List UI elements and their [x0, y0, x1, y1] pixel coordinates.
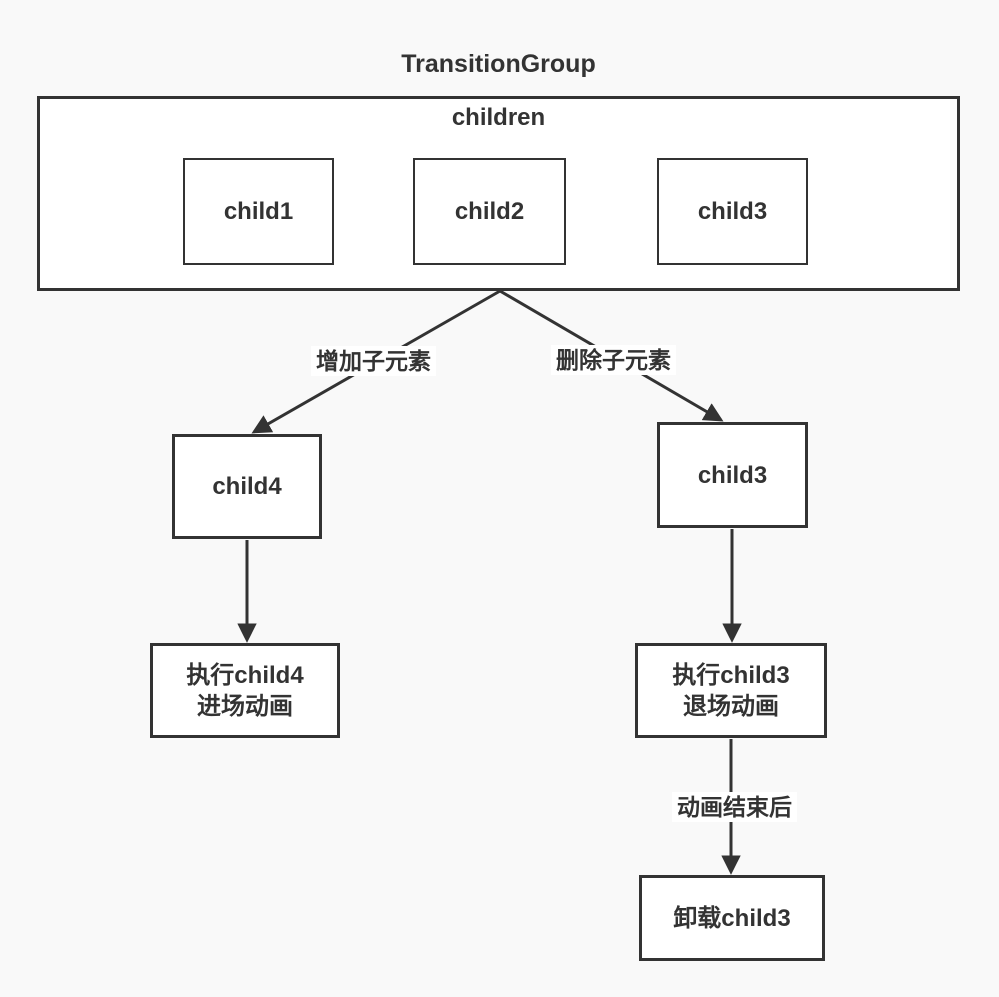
edge-label-after-animation: 动画结束后 [672, 792, 797, 822]
node-child3-label: child3 [697, 198, 768, 225]
children-label: children [451, 104, 546, 131]
diagram-title: TransitionGroup [401, 50, 596, 78]
node-child3-removed: child3 [657, 422, 808, 528]
edge-label-add: 增加子元素 [311, 346, 436, 376]
node-unmount-child3: 卸载child3 [639, 875, 825, 961]
node-exit-animation: 执行child3 退场动画 [635, 643, 827, 738]
node-child1-label: child1 [223, 198, 294, 225]
unmount-child3-label: 卸载child3 [673, 904, 791, 932]
node-child4-label: child4 [212, 473, 282, 500]
exit-animation-line1: 执行child3 [672, 661, 790, 689]
node-child3: child3 [657, 158, 808, 265]
node-child1: child1 [183, 158, 334, 265]
enter-animation-line2: 进场动画 [197, 692, 293, 720]
enter-animation-line1: 执行child4 [186, 661, 304, 689]
node-child2: child2 [413, 158, 566, 265]
node-enter-animation: 执行child4 进场动画 [150, 643, 340, 738]
node-child2-label: child2 [454, 198, 525, 225]
edge-label-remove: 删除子元素 [551, 345, 676, 375]
exit-animation-line2: 退场动画 [683, 692, 779, 720]
node-child3-removed-label: child3 [697, 461, 768, 489]
node-child4: child4 [172, 434, 322, 539]
